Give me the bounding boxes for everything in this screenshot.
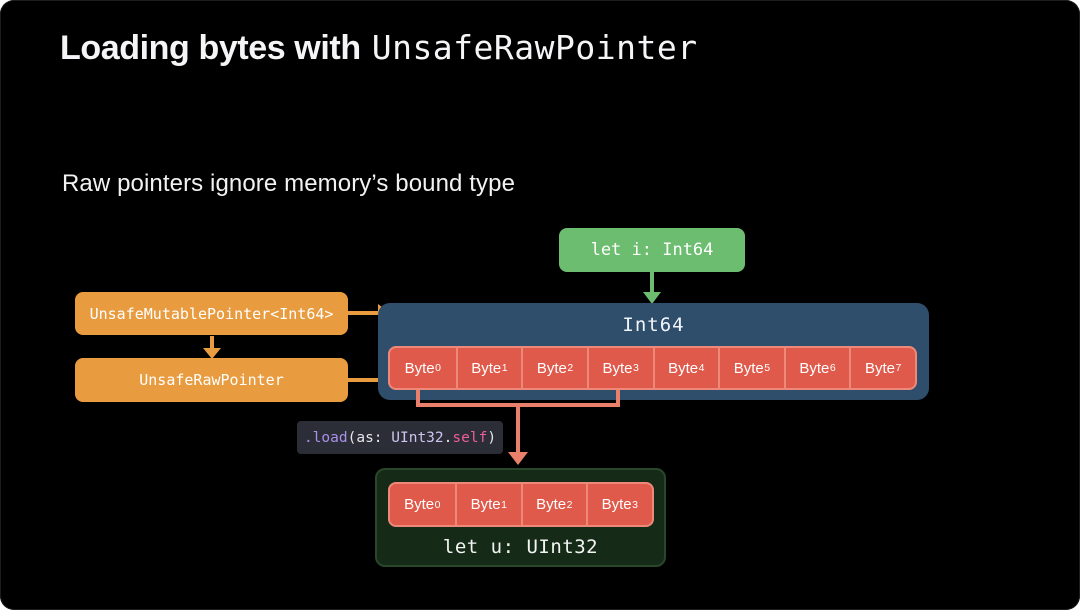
page-title: Loading bytes with UnsafeRawPointer xyxy=(60,28,698,68)
bracket-right-leg xyxy=(616,390,620,407)
arrow-i-to-int64-line xyxy=(650,272,654,293)
bracket-arrow-head xyxy=(508,452,528,465)
code-self: self xyxy=(452,429,488,446)
code-dot: . xyxy=(443,429,453,446)
unsafe-mutable-pointer-label: UnsafeMutablePointer<Int64> xyxy=(89,304,334,323)
var-i-box: let i: Int64 xyxy=(559,228,745,272)
arrow-pointer-down-line xyxy=(210,336,214,349)
arrow-mutable-to-int64-line xyxy=(348,311,379,315)
code-paren-as: (as: xyxy=(347,429,392,446)
int64-memory-title: Int64 xyxy=(622,314,685,336)
code-uint32: UInt32 xyxy=(391,429,444,446)
title-text: Loading bytes with xyxy=(60,29,361,67)
arrow-i-to-int64-head xyxy=(643,292,661,304)
bracket-horizontal xyxy=(416,403,620,407)
subtitle: Raw pointers ignore memory’s bound type xyxy=(62,170,516,197)
arrow-pointer-down-head xyxy=(203,348,221,359)
arrow-raw-to-bytes-line xyxy=(348,378,379,382)
unsafe-raw-pointer-label: UnsafeRawPointer xyxy=(139,371,284,389)
bracket-left-leg xyxy=(416,390,420,407)
unsafe-mutable-pointer-box: UnsafeMutablePointer<Int64> xyxy=(75,292,348,335)
unsafe-raw-pointer-box: UnsafeRawPointer xyxy=(75,358,348,402)
bracket-stem xyxy=(516,407,520,453)
code-close-paren: ) xyxy=(487,429,497,446)
var-u-label: let u: UInt32 xyxy=(442,536,599,558)
var-i-label: let i: Int64 xyxy=(590,240,714,260)
title-code-text: UnsafeRawPointer xyxy=(371,28,698,67)
load-call-chip: .load(as: UInt32.self) xyxy=(297,421,503,454)
code-load: .load xyxy=(303,429,348,446)
